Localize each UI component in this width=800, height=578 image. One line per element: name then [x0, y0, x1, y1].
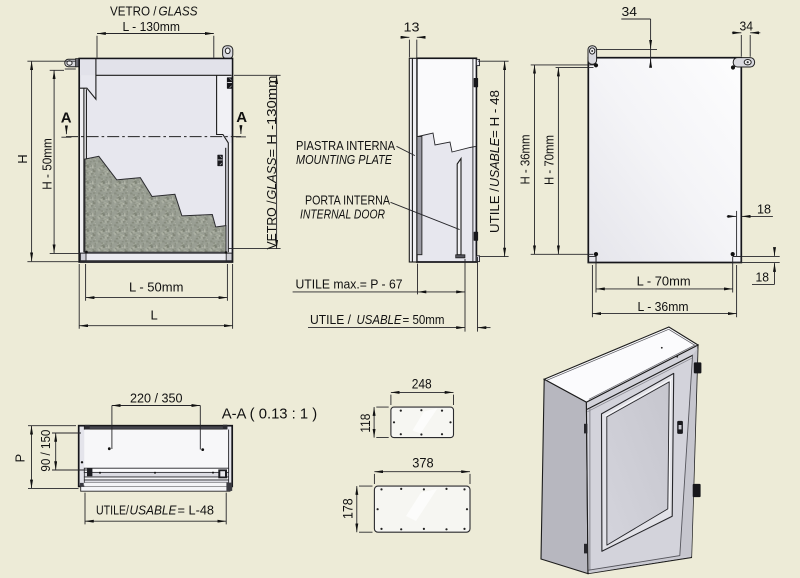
svg-text:178: 178 — [341, 498, 356, 519]
svg-text:A-A ( 0.13 : 1 ): A-A ( 0.13 : 1 ) — [222, 405, 318, 422]
svg-text:PORTA INTERNA: PORTA INTERNA — [305, 193, 390, 208]
svg-text:UTILE /: UTILE / — [487, 188, 502, 233]
svg-text:34: 34 — [622, 4, 638, 19]
svg-text:= H - 48: = H - 48 — [487, 90, 502, 138]
svg-text:L - 70mm: L - 70mm — [637, 274, 691, 289]
svg-text:INTERNAL DOOR: INTERNAL DOOR — [300, 207, 385, 222]
svg-text:UTILE /: UTILE / — [310, 312, 351, 327]
svg-text:L - 36mm: L - 36mm — [638, 299, 689, 314]
svg-text:P: P — [12, 454, 27, 463]
svg-text:= L-48: = L-48 — [178, 503, 215, 518]
svg-text:USABLE: USABLE — [130, 503, 177, 518]
svg-text:PIASTRA INTERNA: PIASTRA INTERNA — [296, 138, 395, 153]
svg-text:USABLE: USABLE — [357, 312, 402, 327]
svg-text:220 / 350: 220 / 350 — [130, 391, 183, 406]
svg-text:18: 18 — [757, 202, 771, 217]
svg-text:VETRO /: VETRO / — [264, 200, 279, 249]
svg-text:13: 13 — [404, 20, 420, 35]
svg-text:248: 248 — [412, 377, 432, 392]
svg-text:34: 34 — [740, 18, 754, 33]
svg-text:VETRO /: VETRO / — [110, 3, 157, 18]
svg-text:A: A — [61, 109, 72, 126]
svg-text:UTILE/: UTILE/ — [96, 503, 129, 518]
svg-text:90 / 150: 90 / 150 — [38, 430, 53, 472]
svg-text:= H -130mm: = H -130mm — [264, 76, 279, 158]
svg-text:GLASS: GLASS — [159, 3, 198, 18]
svg-text:UTILE max.= P - 67: UTILE max.= P - 67 — [296, 277, 403, 292]
svg-text:A: A — [236, 109, 247, 126]
svg-text:USABLE: USABLE — [487, 138, 502, 187]
svg-text:118: 118 — [358, 414, 373, 433]
svg-text:H - 36mm: H - 36mm — [518, 135, 533, 185]
svg-text:H - 50mm: H - 50mm — [40, 138, 55, 190]
svg-text:L - 50mm: L - 50mm — [129, 280, 183, 295]
svg-text:H: H — [15, 154, 30, 163]
svg-text:H - 70mm: H - 70mm — [542, 135, 557, 185]
svg-text:378: 378 — [412, 456, 433, 471]
svg-text:L - 130mm: L - 130mm — [123, 19, 181, 34]
svg-text:MOUNTING PLATE: MOUNTING PLATE — [296, 152, 392, 167]
svg-text:= 50mm: = 50mm — [403, 312, 445, 327]
svg-text:18: 18 — [756, 269, 770, 284]
svg-text:L: L — [151, 308, 158, 323]
svg-text:GLASS: GLASS — [264, 157, 279, 199]
